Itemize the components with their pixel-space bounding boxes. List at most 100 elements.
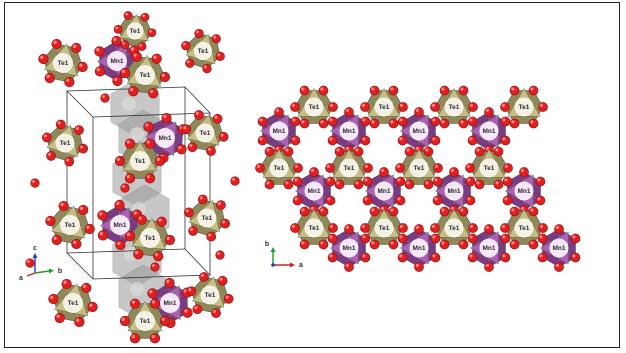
tellurium-atom: [444, 97, 464, 117]
oxygen-atom: [84, 223, 95, 235]
axis-b-label: b: [265, 241, 269, 248]
oxygen-atom: [94, 46, 105, 57]
te1-octahedron: Te1: [119, 51, 171, 99]
oxygen-atom: [474, 146, 485, 157]
oxygen-atom: [528, 206, 539, 217]
mn1-octahedron: Mn1: [327, 107, 371, 155]
manganese-atom: [155, 128, 175, 148]
oxygen-atom: [147, 28, 157, 38]
oxygen-atom: [458, 85, 469, 96]
oxygen-atom: [538, 223, 548, 233]
te1-label: Te1: [145, 235, 156, 242]
oxygen-atom: [30, 178, 40, 188]
oxygen-atom: [327, 252, 338, 263]
oxygen-atom: [528, 239, 539, 250]
oxygen-atom: [290, 102, 300, 112]
te1-octahedron: Te1: [38, 38, 88, 88]
oxygen-atom: [217, 275, 228, 286]
oxygen-atom: [334, 179, 345, 190]
mn1-label: Mn1: [483, 245, 496, 252]
tellurium-atom: [195, 123, 215, 143]
te1-octahedron: Te1: [360, 206, 408, 250]
oxygen-atom: [500, 223, 510, 233]
te1-octahedron: Te1: [395, 146, 443, 190]
oxygen-atom: [45, 215, 56, 227]
oxygen-atom: [360, 223, 370, 233]
tellurium-atom: [60, 215, 80, 235]
tellurium-atom: [339, 158, 359, 178]
te1-octahedron: Te1: [48, 278, 98, 328]
oxygen-atom: [519, 167, 529, 177]
oxygen-atom: [129, 298, 141, 309]
oxygen-atom: [212, 113, 223, 124]
oxygen-atom: [369, 239, 380, 250]
oxygen-atom: [78, 143, 89, 154]
oxygen-atom: [77, 61, 88, 73]
oxygen-atom: [535, 176, 546, 187]
oxygen-atom: [369, 206, 380, 217]
oxygen-atom: [54, 312, 65, 324]
oxygen-atom: [218, 131, 229, 142]
te1-octahedron: Te1: [124, 214, 176, 262]
manganese-atom: [479, 121, 499, 141]
oxygen-atom: [124, 138, 136, 149]
oxygen-atom: [430, 223, 440, 233]
oxygen-atom: [97, 230, 109, 241]
te1-label: Te1: [484, 165, 495, 172]
mn1-label: Mn1: [343, 245, 356, 252]
oxygen-atom: [439, 239, 450, 250]
oxygen-atom: [397, 116, 408, 127]
oxygen-atom: [325, 176, 336, 187]
oxygen-atom: [318, 239, 329, 250]
oxygen-atom: [199, 272, 209, 282]
tellurium-atom: [197, 208, 217, 228]
oxygen-atom: [467, 116, 478, 127]
manganese-atom: [339, 121, 359, 141]
te1-octahedron: Te1: [41, 119, 89, 167]
oxygen-atom: [133, 249, 144, 260]
oxygen-atom: [432, 195, 443, 206]
tellurium-atom: [514, 218, 534, 238]
oxygen-atom: [206, 231, 217, 242]
oxygen-atom: [379, 167, 389, 177]
oxygen-atom: [388, 206, 399, 217]
oxygen-atom: [535, 195, 546, 206]
te1-label: Te1: [58, 60, 69, 67]
oxygen-atom: [112, 75, 123, 87]
oxygen-atom: [538, 102, 548, 112]
manganese-atom: [444, 181, 464, 201]
oxygen-atom: [94, 66, 106, 77]
oxygen-atom: [161, 112, 172, 124]
te1-label: Te1: [519, 225, 530, 232]
oxygen-atom: [395, 163, 405, 173]
tellurium-atom: [514, 97, 534, 117]
te1-octahedron: Te1: [45, 200, 95, 250]
oxygen-atom: [51, 234, 62, 246]
oxygen-atom: [430, 116, 441, 127]
oxygen-atom: [153, 251, 164, 262]
oxygen-atom: [114, 155, 126, 167]
te1-label: Te1: [274, 165, 285, 172]
tellurium-atom: [63, 293, 83, 313]
oxygen-atom: [484, 224, 494, 234]
oxygen-atom: [119, 67, 131, 79]
oxygen-atom: [500, 135, 511, 146]
manganese-atom: [409, 121, 429, 141]
mn1-label: Mn1: [553, 245, 566, 252]
oxygen-atom: [81, 282, 92, 294]
oxygen-atom: [257, 116, 268, 127]
oxygen-atom: [164, 234, 176, 246]
oxygen-atom: [430, 233, 441, 244]
oxygen-atom: [404, 146, 415, 157]
oxygen-atom: [283, 146, 294, 157]
oxygen-atom: [404, 179, 415, 190]
oxygen-atom: [327, 233, 338, 244]
oxygen-atom: [215, 250, 225, 260]
oxygen-atom: [119, 315, 131, 327]
te1-label: Te1: [379, 104, 390, 111]
tellurium-atom: [140, 228, 160, 248]
oxygen-atom: [353, 179, 364, 190]
manganese-atom: [479, 238, 499, 258]
oxygen-atom: [502, 195, 513, 206]
